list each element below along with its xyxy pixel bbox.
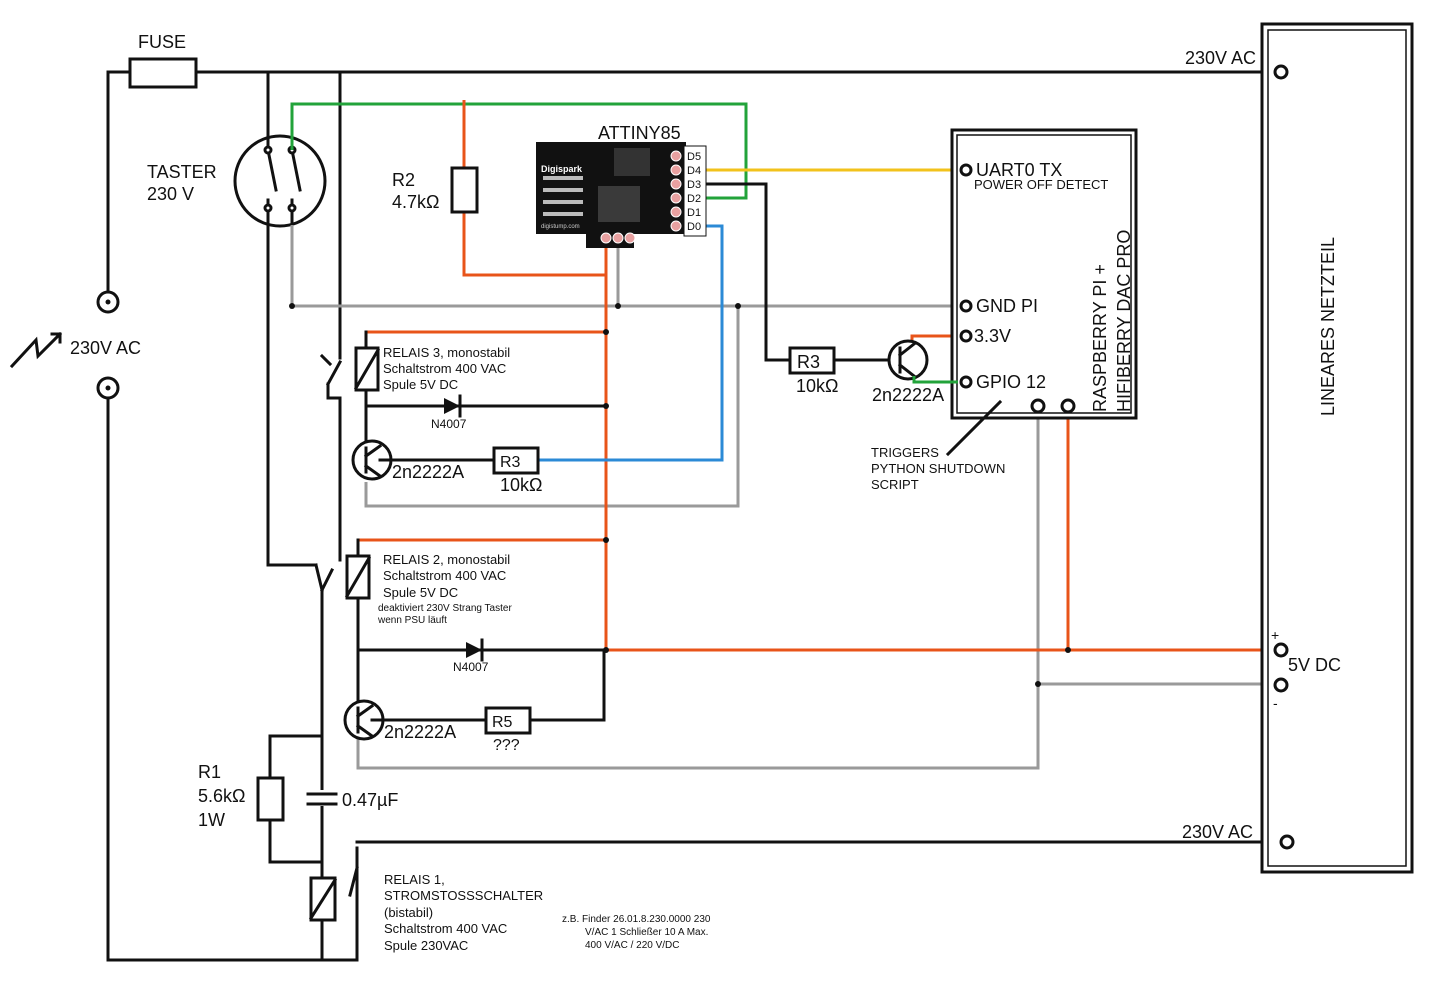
relais2-diode: N4007 [453, 660, 489, 674]
r1-value: 5.6kΩ [198, 786, 245, 806]
relais3-r3-name: R3 [500, 454, 521, 471]
relais2-line-3: Spule 5V DC [383, 585, 458, 600]
relais2-note-1: deaktiviert 230V Strang Taster [378, 603, 512, 614]
relais1-line-2: STROMSTOSSSCHALTER [384, 888, 543, 903]
relais3-transistor: 2n2222A [392, 462, 464, 482]
fuse-label: FUSE [138, 32, 186, 52]
taster-voltage: 230 V [147, 184, 194, 204]
pin-d0: D0 [687, 221, 701, 233]
relais1-line-4: Schaltstrom 400 VAC [384, 921, 507, 936]
wire-d3 [674, 182, 892, 362]
pin-d3: D3 [687, 179, 701, 191]
fuse: FUSE [128, 32, 198, 89]
raspberry-pi-box: UART0 TX POWER OFF DETECT GND PI 3.3V GP… [950, 128, 1138, 420]
psu-minus: - [1273, 695, 1278, 711]
finder-note-3: 400 V/AC / 220 V/DC [585, 940, 680, 951]
psu-dc-out: 5V DC [1288, 655, 1341, 675]
pi-name-1: RASPBERRY PI + [1090, 264, 1110, 412]
psu-plus: + [1271, 627, 1279, 643]
pi-shutdown-circuit: R3 10kΩ 2n2222A TRIGGERS PYTHON SHUTDOWN… [788, 339, 1005, 492]
gnd-wiring [289, 225, 1272, 770]
trigger-line-2: PYTHON SHUTDOWN [871, 461, 1005, 476]
relais3-line-2: Schaltstrom 400 VAC [383, 361, 506, 376]
pin-d4: D4 [687, 165, 701, 177]
relais2-note-2: wenn PSU läuft [377, 615, 447, 626]
psu-title: LINEARES NETZTEIL [1318, 237, 1338, 416]
r3-top-value: 10kΩ [796, 376, 838, 396]
r3-top-name: R3 [797, 352, 820, 372]
snubber-network: R1 5.6kΩ 1W 0.47µF [198, 762, 398, 830]
ac-source-label: 230V AC [70, 338, 141, 358]
relais3-r3-value: 10kΩ [500, 475, 542, 495]
relais1-line-3: (bistabil) [384, 905, 433, 920]
ac-source: 230V AC [9, 290, 141, 400]
taster-switch: TASTER 230 V [147, 134, 327, 228]
pin-d1: D1 [687, 207, 701, 219]
relais2-line-2: Schaltstrom 400 VAC [383, 568, 506, 583]
relais2-transistor: 2n2222A [384, 722, 456, 742]
relais-1: RELAIS 1, STROMSTOSSSCHALTER (bistabil) … [308, 860, 711, 953]
attiny-label: ATTINY85 [598, 123, 681, 143]
five-volt-wiring [358, 238, 1272, 653]
trigger-line-3: SCRIPT [871, 477, 919, 492]
pin-d2: D2 [687, 193, 701, 205]
pi-33v: 3.3V [974, 326, 1011, 346]
pin-d5: D5 [687, 151, 701, 163]
relais2-line-1: RELAIS 2, monostabil [383, 552, 510, 567]
pi-gpio: GPIO 12 [976, 372, 1046, 392]
relais1-line-5: Spule 230VAC [384, 938, 468, 953]
trigger-line-1: TRIGGERS [871, 445, 939, 460]
r2-value: 4.7kΩ [392, 192, 439, 212]
pi-name-2: HIFIBERRY DAC PRO [1114, 230, 1134, 412]
digispark-brand: Digispark [541, 164, 583, 174]
wire-green [290, 102, 748, 200]
finder-note-2: V/AC 1 Schließer 10 A Max. [585, 927, 708, 938]
r2-resistor: R2 4.7kΩ [392, 100, 606, 277]
relais1-line-1: RELAIS 1, [384, 872, 445, 887]
r2-name: R2 [392, 170, 415, 190]
pi-uart-sub: POWER OFF DETECT [974, 177, 1108, 192]
relais3-diode: N4007 [431, 417, 467, 431]
r1-power: 1W [198, 810, 225, 830]
relais2-r5-name: R5 [492, 714, 513, 731]
relais3-line-1: RELAIS 3, monostabil [383, 345, 510, 360]
psu-ac-top: 230V AC [1185, 48, 1256, 68]
relais-3: N4007 R3 10kΩ 2n2222A RELAIS 3, monostab… [319, 330, 609, 495]
taster-label: TASTER [147, 162, 217, 182]
relais3-line-3: Spule 5V DC [383, 377, 458, 392]
attiny85-board: Digispark digistump.com D5 D4 D3 D2 D1 D… [536, 123, 707, 248]
capacitor-value: 0.47µF [342, 790, 398, 810]
r1-name: R1 [198, 762, 221, 782]
pi-uart: UART0 TX [976, 160, 1062, 180]
wire-blue [538, 224, 724, 462]
relais-2: N4007 R5 ??? 2n2222A RELAIS 2, monostabi… [314, 538, 609, 754]
linear-psu: 230V AC 230V AC + - 5V DC LINEARES NETZT… [1182, 22, 1414, 874]
relais2-r5-value: ??? [493, 737, 520, 754]
q-pi-label: 2n2222A [872, 385, 944, 405]
finder-note-1: z.B. Finder 26.01.8.230.0000 230 [562, 914, 711, 925]
psu-ac-bottom: 230V AC [1182, 822, 1253, 842]
pi-gnd: GND PI [976, 296, 1038, 316]
digispark-url: digistump.com [541, 224, 580, 230]
